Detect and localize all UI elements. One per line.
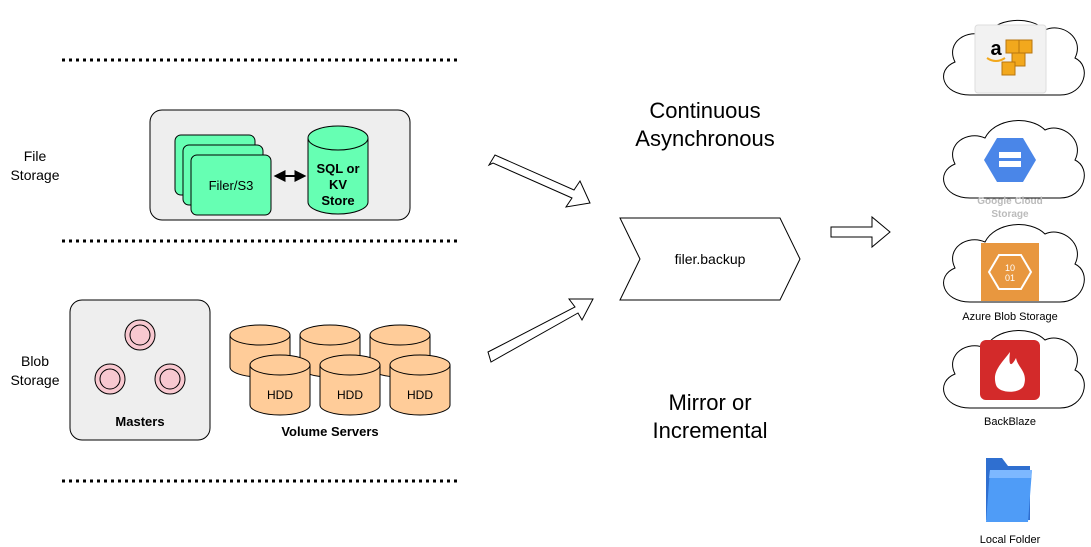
filer-backup-chevron — [619, 217, 801, 301]
local-folder-icon — [986, 458, 1032, 522]
filer-card-front — [190, 154, 272, 216]
volume-servers-label: Volume Servers — [281, 424, 378, 439]
google-cloud-storage-icon — [984, 138, 1036, 182]
google-label-line2: Storage — [991, 209, 1029, 220]
master-node-right — [154, 363, 186, 395]
arrow-from-file-storage — [487, 154, 591, 208]
sql-label-line3: Store — [321, 193, 354, 208]
masters-label: Masters — [115, 414, 164, 429]
sql-kv-store-cylinder — [307, 125, 369, 215]
azure-binary-line2: 01 — [1005, 273, 1015, 283]
continuous-label-line1: Continuous — [649, 98, 760, 123]
hdd-label-2: HDD — [337, 388, 363, 402]
hdd-front-3 — [389, 354, 451, 416]
google-storage-bar-bottom — [999, 161, 1021, 167]
blob-storage-label-line1: Blob — [21, 353, 49, 369]
azure-label: Azure Blob Storage — [962, 311, 1057, 323]
hdd-front-1 — [249, 354, 311, 416]
local-folder-label: Local Folder — [980, 534, 1041, 546]
azure-blob-tile — [981, 243, 1039, 301]
hdd-back-1 — [229, 324, 291, 378]
google-storage-bar-top — [999, 152, 1021, 158]
filer-s3-label: Filer/S3 — [209, 178, 254, 193]
azure-blob-icon — [987, 254, 1033, 290]
master-node-left — [94, 363, 126, 395]
masters-group — [69, 299, 211, 441]
mirror-label-line2: Incremental — [653, 418, 768, 443]
google-label-line1: Google Cloud — [977, 196, 1043, 207]
backblaze-flame-icon — [994, 352, 1025, 392]
master-node-top — [124, 319, 156, 351]
hdd-front-2 — [319, 354, 381, 416]
azure-binary-line1: 10 — [1005, 263, 1015, 273]
sql-label-line2: KV — [329, 177, 347, 192]
sql-label-line1: SQL or — [316, 161, 359, 176]
mirror-label-line1: Mirror or — [668, 390, 751, 415]
backblaze-label: BackBlaze — [984, 416, 1036, 428]
arrow-to-destinations — [830, 215, 891, 249]
hdd-label-1: HDD — [267, 388, 293, 402]
continuous-label-line2: Asynchronous — [635, 126, 774, 151]
amazon-s3-tile — [974, 24, 1047, 94]
hdd-label-3: HDD — [407, 388, 433, 402]
amazon-smile-icon — [986, 57, 1006, 62]
arrow-from-blob-storage — [487, 298, 594, 363]
file-storage-label-line2: Storage — [10, 167, 59, 183]
filer-backup-label: filer.backup — [675, 251, 746, 267]
amazon-s3-cubes-icon — [1001, 39, 1033, 76]
file-storage-label-line1: File — [24, 148, 47, 164]
blob-storage-label-line2: Storage — [10, 372, 59, 388]
amazon-logo-letter: a — [990, 38, 1002, 60]
